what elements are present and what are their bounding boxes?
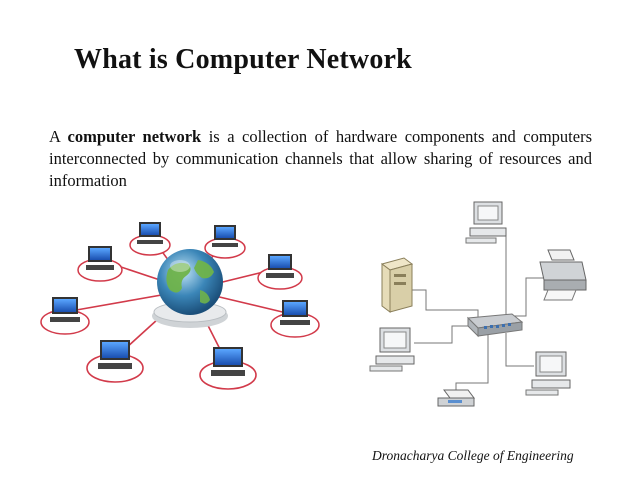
globe-icon — [152, 249, 228, 328]
server-icon — [380, 257, 414, 313]
definition-paragraph: A computer network is a collection of ha… — [49, 126, 592, 192]
switched-network-devices-illustration — [369, 201, 587, 407]
paragraph-rest: is a collection of hardware components a… — [49, 127, 592, 190]
network-switch-icon — [466, 313, 524, 338]
paragraph-bold-term: computer network — [67, 127, 202, 146]
desktop-computer-icon — [369, 327, 415, 372]
cable-links — [402, 233, 546, 394]
paragraph-prefix: A — [49, 127, 68, 146]
network-nodes — [40, 222, 320, 390]
desktop-computer-icon — [465, 201, 507, 244]
slide-title: What is Computer Network — [74, 44, 412, 75]
desktop-computer-icon — [525, 351, 571, 396]
scanner-icon — [437, 389, 475, 407]
star-network-globe-illustration — [40, 222, 320, 390]
footer-college-name: Dronacharya College of Engineering — [372, 448, 574, 463]
printer-icon — [539, 249, 587, 301]
